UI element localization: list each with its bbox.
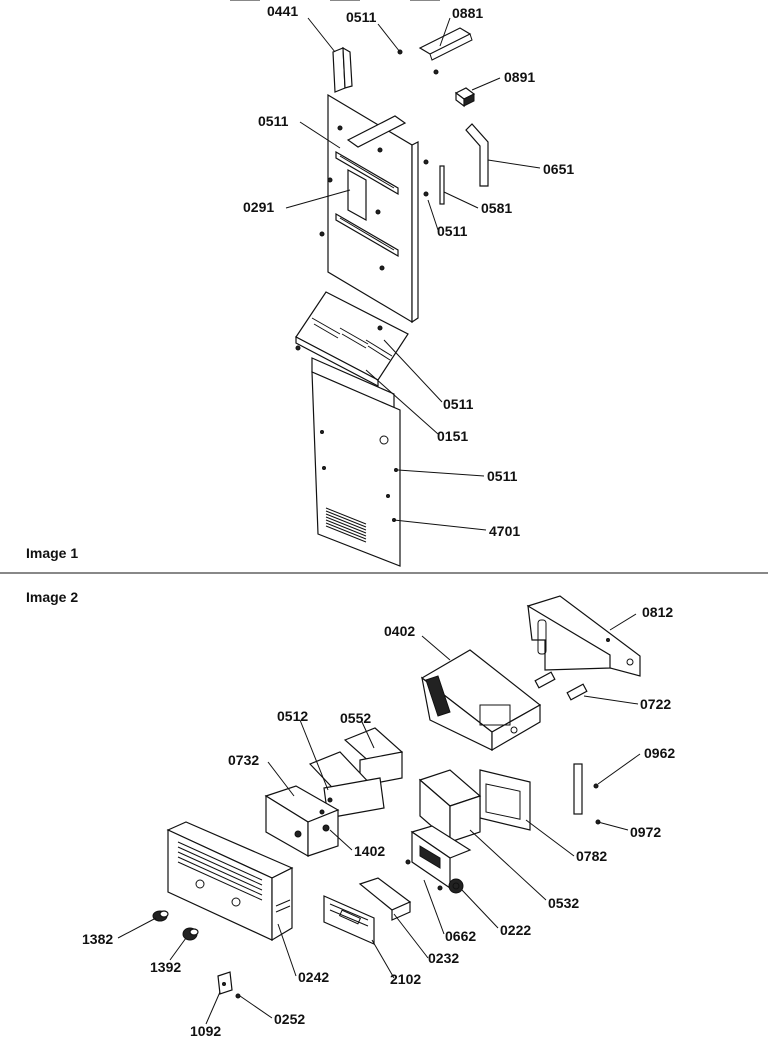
part-0732-box [264, 785, 340, 858]
callout-0511: 0511 [346, 9, 377, 25]
part-0532-cover [418, 769, 482, 844]
main-back-panel [319, 93, 419, 324]
part-0722-pins [534, 671, 588, 701]
callout-0581: 0581 [481, 200, 512, 216]
part-0151-shelf [295, 291, 409, 387]
image-2-caption: Image 2 [26, 589, 78, 605]
image-1-leader-lines [285, 17, 541, 531]
callout-0232: 0232 [428, 950, 459, 966]
part-1092-clip [217, 971, 241, 999]
callout-0151: 0151 [437, 428, 468, 444]
callout-0511: 0511 [258, 113, 289, 129]
callout-0222: 0222 [500, 922, 531, 938]
part-0782-plate [479, 769, 531, 831]
callout-0552: 0552 [340, 710, 371, 726]
part-0402-housing [420, 649, 542, 752]
callout-1092: 1092 [190, 1023, 221, 1039]
image-1-callouts: 0441 0511 0881 0891 0511 0651 0291 0581 … [243, 3, 574, 539]
part-0232-lever [358, 877, 443, 921]
part-0581 [423, 159, 445, 205]
image-2-callouts: 0812 0402 0722 0552 0512 0732 0962 0972 … [82, 604, 675, 1039]
callout-0532: 0532 [548, 895, 579, 911]
part-0441 [332, 46, 353, 93]
part-0651 [465, 123, 489, 187]
part-0242-front-panel [166, 821, 294, 942]
part-4701-lower-panel [311, 357, 401, 567]
callout-0891: 0891 [504, 69, 535, 85]
callout-0242: 0242 [298, 969, 329, 985]
image-2-leader-lines [117, 613, 641, 1025]
image-1-caption: Image 1 [26, 545, 78, 561]
callout-0722: 0722 [640, 696, 671, 712]
callout-0291: 0291 [243, 199, 274, 215]
callout-0512: 0512 [277, 708, 308, 724]
callout-2102: 2102 [390, 971, 421, 987]
callout-0962: 0962 [644, 745, 675, 761]
image-1-exploded-view: 0441 0511 0881 0891 0511 0651 0291 0581 … [26, 0, 574, 567]
part-0222-dispenser-assembly [405, 825, 472, 894]
vent-grille [325, 507, 367, 543]
callout-1402: 1402 [354, 843, 385, 859]
callout-0511: 0511 [437, 223, 468, 239]
callout-0972: 0972 [630, 824, 661, 840]
callout-0881: 0881 [452, 5, 483, 21]
part-0881 [397, 27, 473, 75]
callout-1382: 1382 [82, 931, 113, 947]
part-0891 [454, 87, 476, 108]
callout-0511: 0511 [443, 396, 474, 412]
callout-0782: 0782 [576, 848, 607, 864]
part-1392-knob [182, 927, 199, 941]
part-0962-bar [573, 763, 601, 825]
callout-0252: 0252 [274, 1011, 305, 1027]
part-1382-knob [152, 910, 169, 922]
callout-0662: 0662 [445, 928, 476, 944]
callout-0511: 0511 [487, 468, 518, 484]
callout-0651: 0651 [543, 161, 574, 177]
callout-1392: 1392 [150, 959, 181, 975]
image-2-exploded-view: Image 2 [26, 589, 675, 1039]
front-vent-slots [177, 841, 263, 901]
callout-0402: 0402 [384, 623, 415, 639]
callout-4701: 4701 [489, 523, 520, 539]
callout-0732: 0732 [228, 752, 259, 768]
callout-0441: 0441 [267, 3, 298, 19]
callout-0812: 0812 [642, 604, 673, 620]
part-2102-bezel [323, 895, 375, 945]
part-0812-bracket [526, 595, 641, 677]
part-0552-frame [308, 727, 404, 819]
